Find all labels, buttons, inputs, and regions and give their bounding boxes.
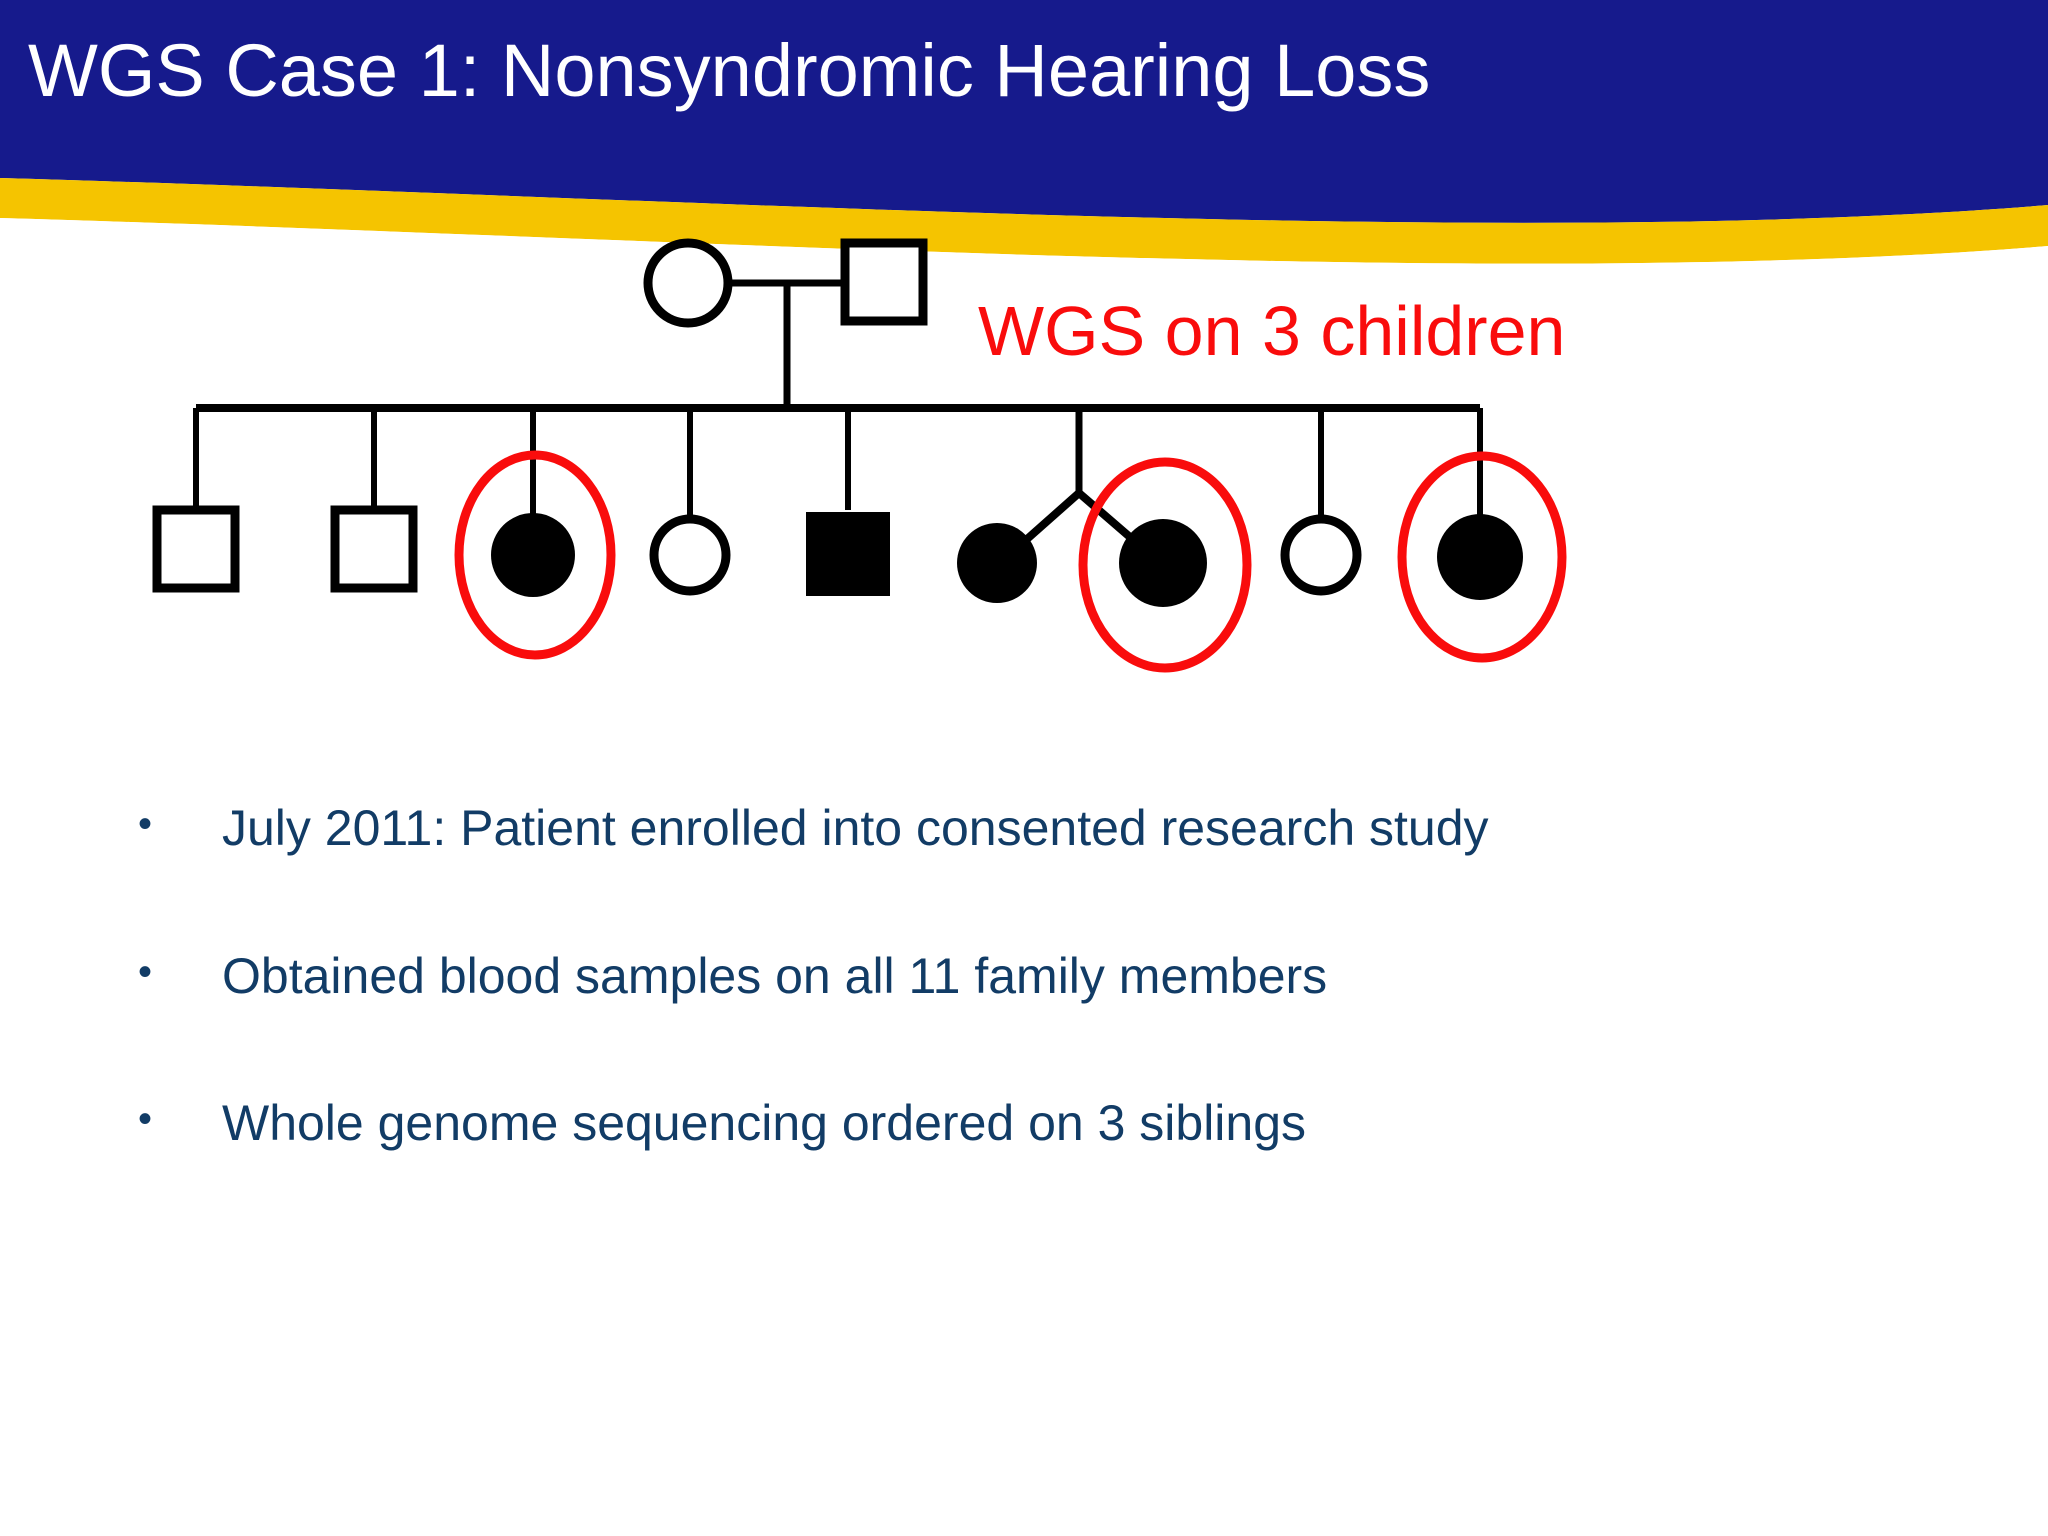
highlight-ellipse-child-9 [1397, 451, 1567, 663]
slide-title-banner: WGS Case 1: Nonsyndromic Hearing Loss [0, 0, 2048, 290]
pedigree-symbol-child-4 [649, 514, 731, 596]
pedigree-symbol-child-8 [1280, 514, 1362, 596]
highlight-ellipse-child-3 [454, 450, 616, 660]
banner-white-fade [0, 218, 2048, 290]
pedigree-symbol-child-2 [330, 505, 418, 593]
banner-shape [0, 0, 2048, 290]
pedigree-symbol-father [840, 238, 928, 326]
pedigree-symbol-child-5 [806, 512, 890, 596]
list-item: • Obtained blood samples on all 11 famil… [0, 948, 2048, 1006]
pedigree-chart [0, 225, 2048, 745]
pedigree-symbol-child-9 [1437, 514, 1523, 600]
pedigree-symbol-child-1 [152, 505, 240, 593]
pedigree-symbol-child-3 [491, 513, 575, 597]
page-title: WGS Case 1: Nonsyndromic Hearing Loss [28, 29, 1431, 112]
list-item: • Whole genome sequencing ordered on 3 s… [0, 1095, 2048, 1153]
pedigree-symbol-child-6 [957, 523, 1037, 603]
bullet-text: July 2011: Patient enrolled into consent… [222, 800, 1489, 856]
banner-yellow-accent [0, 178, 2048, 264]
bullet-marker-icon: • [138, 802, 153, 846]
pedigree-symbol-mother [643, 238, 733, 328]
banner-navy-fill [0, 0, 2048, 223]
pedigree-symbol-child-7 [1119, 519, 1207, 607]
bullet-text: Obtained blood samples on all 11 family … [222, 947, 1328, 1004]
highlight-ellipse-child-7 [1078, 457, 1252, 673]
bullet-marker-icon: • [138, 1097, 153, 1141]
bullet-list: • July 2011: Patient enrolled into conse… [0, 800, 2048, 1243]
pedigree-svg [152, 238, 1567, 673]
bullet-marker-icon: • [138, 949, 153, 994]
bullet-text: Whole genome sequencing ordered on 3 sib… [222, 1095, 1307, 1151]
wgs-annotation-label: WGS on 3 children [978, 292, 1566, 370]
list-item: • July 2011: Patient enrolled into conse… [0, 800, 2048, 858]
